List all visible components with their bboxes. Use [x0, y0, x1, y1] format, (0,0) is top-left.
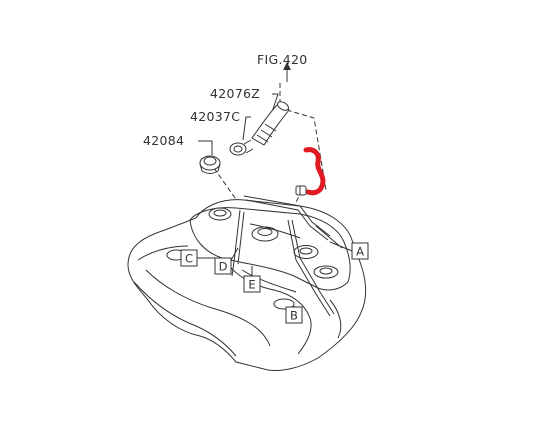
- callout-c-label: C: [185, 252, 193, 266]
- clamp-ring-inner: [233, 145, 243, 153]
- highlighted-vent-hose: [303, 147, 326, 196]
- fuel-sender-module: [313, 265, 339, 279]
- sender-flange: [313, 265, 339, 279]
- callout-a-box: [351, 242, 369, 260]
- module-right-cap: [299, 247, 313, 255]
- callout-e-box: [243, 275, 261, 293]
- callout-a-label: A: [356, 245, 364, 259]
- leader-line-42084: [198, 140, 213, 155]
- fuel-tank-left-contour: [137, 245, 189, 261]
- part-number-42084-label: 42084: [143, 133, 184, 148]
- callout-e: E: [243, 266, 261, 293]
- leader-line-42076z: [271, 93, 279, 113]
- module-left-flange: [208, 207, 232, 221]
- callout-b-box: [285, 306, 303, 324]
- callout-c: C: [180, 249, 216, 267]
- figure-arrow-icon: [283, 62, 291, 70]
- vent-fitting-body: [295, 185, 307, 196]
- grommet-inner: [203, 156, 217, 166]
- fuel-line-left-down-2: [237, 211, 245, 265]
- callout-d-box: [214, 257, 232, 275]
- figure-reference-label: FIG.420: [257, 52, 308, 67]
- fuel-tank-right-contour: [329, 299, 342, 339]
- callout-d: D: [214, 247, 239, 275]
- callout-c-box: [180, 249, 198, 267]
- fuel-tank-lower-rim-inner: [145, 269, 271, 347]
- filler-hose-42076z: [251, 101, 290, 146]
- clamp-tab: [243, 139, 254, 154]
- fuel-tank-sump: [273, 298, 295, 310]
- callout-b: B: [285, 306, 303, 324]
- filler-hose-ribs: [256, 123, 277, 143]
- leader-lines: [198, 62, 291, 155]
- fuel-line-right-down: [287, 219, 331, 317]
- callout-d-label: D: [219, 260, 228, 274]
- module-left-cap: [213, 209, 227, 217]
- part-number-42037c-label: 42037C: [190, 109, 240, 124]
- fuel-pump-module-left: [208, 207, 232, 221]
- callout-e-label: E: [248, 278, 255, 292]
- part-number-42076z-label: 42076Z: [210, 86, 260, 101]
- fuel-line-right-down-2: [291, 219, 335, 315]
- callout-a: A: [329, 241, 369, 260]
- connector-line-a: [315, 225, 343, 249]
- leader-line-42037c: [242, 116, 251, 141]
- callout-b-label: B: [290, 309, 298, 323]
- fuel-line-left-down: [231, 209, 241, 277]
- filler-hose-body: [251, 103, 290, 146]
- sender-cap: [319, 267, 333, 275]
- vent-fitting: [295, 185, 307, 196]
- fuel-tank-lower-rim: [133, 281, 237, 357]
- vapor-line-upper: [243, 195, 331, 237]
- grommet-42084: [199, 155, 221, 174]
- hose-clamp-42037c: [229, 139, 254, 156]
- guide-line-filler: [279, 83, 327, 191]
- vapor-line-upper-2: [245, 199, 329, 241]
- grommet-base: [199, 163, 221, 174]
- module-center-cap: [257, 228, 273, 236]
- callout-a-leader: [329, 241, 353, 252]
- fuel-tank-saddle-line: [241, 269, 297, 293]
- cross-line: [249, 223, 301, 239]
- filler-hose-end: [277, 101, 289, 111]
